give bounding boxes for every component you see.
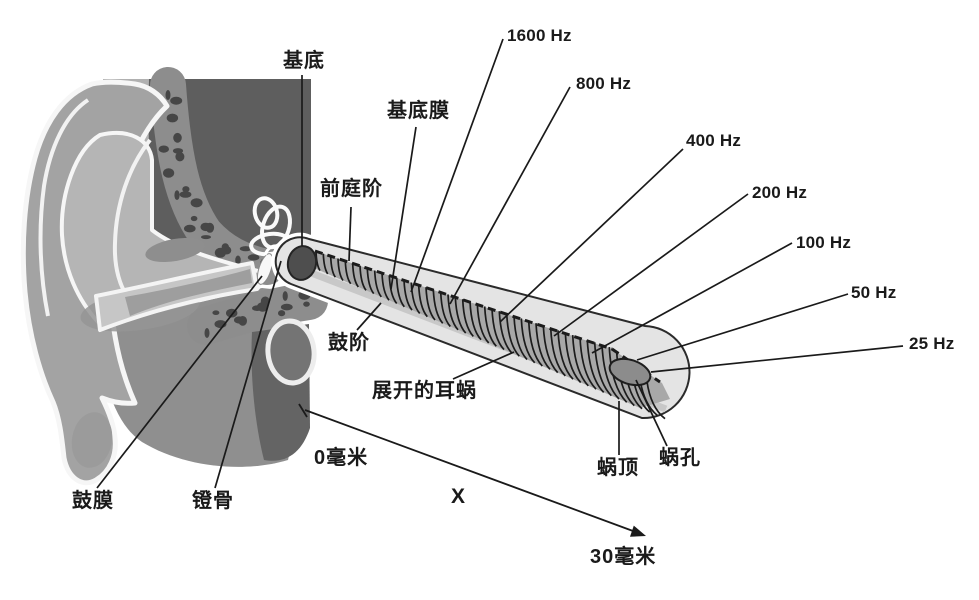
distance-axis <box>298 403 646 537</box>
leader-lines <box>96 38 904 489</box>
axis-line <box>304 409 634 532</box>
label-scale-0mm: 0毫米 <box>314 447 369 469</box>
helix-inner-line <box>38 98 90 317</box>
leader-scala-tympani <box>356 302 382 331</box>
leader-helicotrema <box>635 379 668 447</box>
label-scala-tympani: 鼓阶 <box>328 332 370 354</box>
label-eardrum: 鼓膜 <box>72 490 114 512</box>
cochlea-base-circle <box>286 245 318 281</box>
label-frequency-1600hz: 1600 Hz <box>507 26 572 45</box>
leader-eardrum <box>96 275 263 489</box>
pinna-shade-1 <box>145 237 205 263</box>
label-scale-x: X <box>451 485 467 508</box>
spongy-bone-texture-upper <box>157 90 269 273</box>
leader-25hz <box>650 345 904 373</box>
leader-400hz <box>499 148 684 323</box>
leader-stapes <box>214 260 282 489</box>
leader-scala-vestibuli <box>348 206 352 262</box>
membrane-top-edge <box>314 249 613 351</box>
helicotrema-opening <box>608 357 652 387</box>
label-basilar-membrane: 基底膜 <box>387 100 450 122</box>
label-unrolled-cochlea: 展开的耳蜗 <box>372 380 477 402</box>
leader-basilar-membrane <box>390 126 417 290</box>
label-scale-30mm: 30毫米 <box>590 546 657 568</box>
basilar-membrane-hatching <box>315 251 666 420</box>
label-scala-vestibuli: 前庭阶 <box>320 178 383 200</box>
label-frequency-200hz: 200 Hz <box>752 183 808 202</box>
earlobe-shade <box>71 412 113 468</box>
label-frequency-800hz: 800 Hz <box>576 74 632 93</box>
label-stapes: 镫骨 <box>192 490 234 512</box>
leader-unrolled-cochlea <box>452 351 515 380</box>
label-frequency-25hz: 25 Hz <box>909 334 955 353</box>
ear-cross-section <box>20 67 328 486</box>
antihelix-line <box>112 138 152 302</box>
axis-arrowhead <box>630 525 646 537</box>
leader-1600hz <box>410 38 504 293</box>
leader-50hz <box>636 293 849 361</box>
label-cochlear-apex: 蜗顶 <box>597 457 639 479</box>
semicircular-canal-2 <box>252 196 280 230</box>
leader-200hz <box>553 193 749 337</box>
label-frequency-100hz: 100 Hz <box>796 233 852 252</box>
spongy-bone-band-upper <box>150 67 285 285</box>
label-base: 基底 <box>283 50 325 72</box>
label-frequency-50hz: 50 Hz <box>851 283 897 302</box>
leader-800hz <box>449 86 571 305</box>
leader-100hz <box>591 242 793 354</box>
ear-canal-core <box>125 269 252 316</box>
bony-recess-oval <box>265 318 317 386</box>
label-helicotrema: 蜗孔 <box>659 447 701 469</box>
label-frequency-400hz: 400 Hz <box>686 131 742 150</box>
axis-start-tick <box>298 403 308 418</box>
unrolled-cochlea-tube <box>271 232 694 423</box>
spongy-bone-texture-lower <box>204 290 311 338</box>
